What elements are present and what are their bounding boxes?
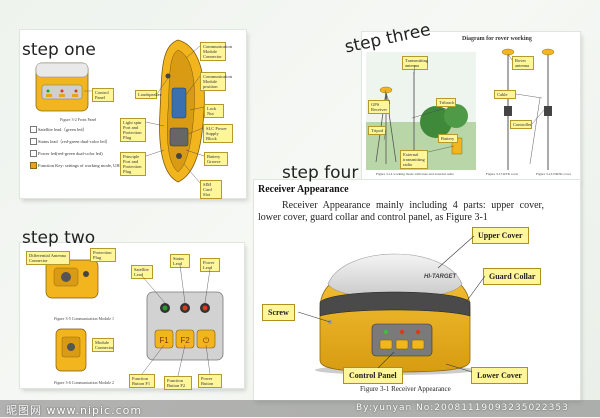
function-key-icon: [30, 162, 37, 169]
cable-callout: Cable: [494, 90, 516, 99]
status-led-icon: [30, 138, 37, 145]
legend-status-text: Status lead（red-green dual-color led）: [38, 139, 111, 144]
status-lead-callout: Status Lead: [170, 254, 190, 268]
control-panel-callout-4: Control Panel: [343, 367, 403, 384]
step-four-label: step four: [282, 163, 359, 183]
tripod-callout: Tripod: [368, 126, 386, 135]
receiver-heading: Receiver Appearance: [258, 184, 349, 195]
module-1-caption: Figure 3-5 Communication Module 1: [54, 316, 114, 321]
power-button-callout: Power Button: [198, 374, 222, 388]
external-radio-callout: External transmitting radio: [400, 150, 428, 169]
svg-text:⏻: ⏻: [203, 336, 210, 345]
front-panel-caption: Figure 3-2 Front Panel: [60, 117, 97, 122]
rover-diagram-title: Diagram for rover working: [462, 36, 532, 42]
lock-nut-callout: Lock Nut: [204, 104, 224, 118]
module-position-callout: Communication Module position: [200, 72, 232, 91]
guard-collar-callout: Guard Collar: [483, 268, 542, 285]
receiver-body-text: Receiver Appearance mainly including 4 p…: [258, 200, 544, 223]
step-one-label: step one: [22, 40, 96, 60]
function-f1-callout: Function Button F1: [129, 374, 155, 388]
tribrach-callout: Tribrach: [436, 98, 456, 107]
gps-receiver-callout: GPS Receiver: [368, 100, 390, 114]
control-panel-closeup: F1 F2 ⏻: [146, 291, 224, 361]
battery-callout: Battery: [438, 134, 458, 143]
sim-slot-callout: SIM Card Slot: [200, 180, 222, 199]
slc-power-callout: SLC Power Supply Block: [203, 124, 233, 143]
receiver-figure-caption: Figure 3-1 Receiver Appearance: [360, 385, 451, 393]
function-f2-callout: Function Button F2: [164, 376, 192, 390]
rtk-rover-caption: Figure 3-15 RTK rover: [486, 172, 519, 176]
control-panel-callout: Control Panel: [92, 88, 114, 102]
power-led-icon: [30, 150, 37, 157]
communication-module-2: [55, 328, 87, 372]
diff-antenna-callout: Differential Antenna Connector: [26, 251, 70, 265]
svg-text:F2: F2: [180, 336, 190, 345]
satellite-lead-callout: Satellite Lead: [131, 265, 153, 279]
communication-module-1: [45, 259, 99, 299]
loudspeaker-callout: Loudspeaker: [135, 90, 161, 99]
watermark-bar: [0, 400, 600, 417]
protection-plug-callout: Protection Plug: [90, 248, 116, 262]
module-cutaway-diagram: [159, 39, 205, 183]
base-scene-caption: Figure 3-14 working mode with base and e…: [376, 172, 454, 176]
front-panel-diagram: [35, 62, 94, 112]
battery-groove-callout: Battery Groove: [204, 152, 228, 166]
light-spin-port-callout: Light spin Port and Protection Plug: [120, 118, 146, 142]
module-connector-callout: Communication Module Connector: [200, 42, 232, 61]
rover-poles-diagram: [501, 48, 555, 170]
satellite-led-icon: [30, 126, 37, 133]
legend-satellite-text: Satellite lead（green led）: [38, 127, 87, 132]
module-2-caption: Figure 3-6 Communication Module 2: [54, 380, 114, 385]
watermark-left: 昵图网 www.nipic.com: [6, 404, 143, 417]
rover-antenna-callout: Rover antenna: [512, 56, 534, 70]
receiver-photo: HI-TARGET: [315, 253, 475, 375]
watermark-right: By:yunyan No:20081119093235022353: [356, 403, 569, 413]
controller-callout: Controller: [510, 120, 532, 129]
lower-cover-callout: Lower Cover: [471, 367, 528, 384]
step-two-label: step two: [22, 228, 96, 248]
principle-port-callout: Principle Port and Protection Plug: [120, 152, 146, 176]
power-lead-callout: Power Lead: [200, 258, 220, 272]
brand-text: HI-TARGET: [424, 274, 458, 280]
legend-function-text: Function Key: settings of working mode, …: [38, 163, 133, 168]
nrtk-rover-caption: Figure 3-16 NRTK rover: [536, 172, 571, 176]
upper-cover-callout: Upper Cover: [472, 227, 529, 244]
legend-power-text: Power led(red-green dual-color led): [38, 151, 103, 156]
module-connector-2-callout: Module Connector: [92, 338, 114, 352]
transmitting-antenna-callout: Transmitting antenna: [402, 56, 428, 70]
svg-text:F1: F1: [159, 336, 169, 345]
screw-callout: Screw: [262, 304, 295, 321]
